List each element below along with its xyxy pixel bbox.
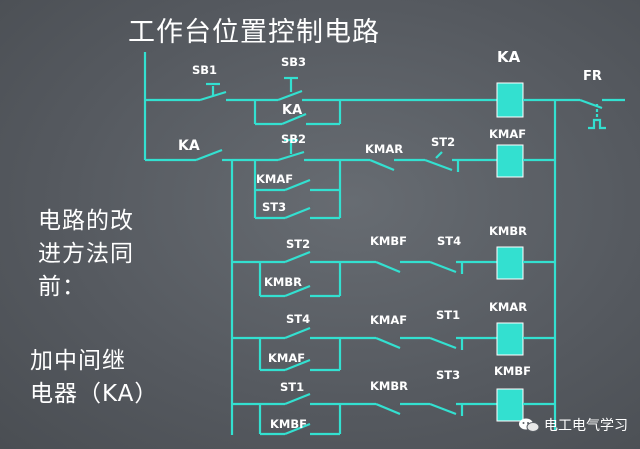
- label-ka-hold: KA: [282, 103, 302, 118]
- label-kmbr-coil: KMBR: [489, 224, 527, 238]
- st4-contact: [429, 260, 457, 274]
- label-kmbf-hold: KMBF: [270, 417, 307, 431]
- note-line-1: 电路的改: [38, 208, 134, 234]
- st1-contact: [429, 336, 457, 350]
- label-kmbf-coil: KMBF: [494, 364, 531, 378]
- label-st1-1: ST1: [436, 308, 460, 322]
- label-kmar-1: KMAR: [365, 142, 403, 156]
- label-ka-contact: KA: [178, 138, 200, 154]
- label-st1-2: ST1: [280, 380, 304, 394]
- label-kmaf-hold2: KMAF: [268, 351, 305, 365]
- label-fr: FR: [583, 69, 602, 84]
- label-ka-coil: KA: [497, 48, 521, 66]
- label-sb1: SB1: [192, 63, 217, 77]
- st3-contact-row5: [429, 402, 457, 416]
- note-line-2: 进方法同: [38, 241, 134, 267]
- kmaf-hold-contact: [284, 178, 311, 192]
- note-line-3: 前：: [38, 274, 86, 300]
- watermark-text: 电工电气学习: [544, 418, 628, 434]
- kmaf-interlock-contact: [375, 336, 401, 350]
- note-line-5: 电器（KA）: [30, 381, 159, 407]
- ka-row2-contact: [195, 148, 223, 162]
- kmbf-hold-contact: [284, 422, 311, 436]
- diagram-title: 工作台位置控制电路: [128, 17, 380, 48]
- label-kmar-coil: KMAR: [489, 300, 527, 314]
- sb2-contact: [277, 150, 305, 162]
- label-st4-2: ST4: [286, 312, 310, 326]
- kmbf-interlock-contact: [375, 260, 401, 274]
- label-kmbr-1: KMBR: [370, 379, 408, 393]
- kmar-interlock-contact: [369, 158, 395, 172]
- ka-coil: [496, 82, 524, 118]
- kmaf-hold2-contact: [284, 358, 311, 372]
- kmbr-hold-contact: [284, 284, 311, 298]
- st1-start-contact: [284, 392, 311, 406]
- label-kmbr-hold: KMBR: [264, 275, 302, 289]
- label-kmaf-coil: KMAF: [489, 127, 526, 141]
- kmbr-coil: [496, 246, 524, 280]
- label-kmaf-hold: KMAF: [256, 172, 293, 186]
- label-sb3: SB3: [281, 55, 306, 69]
- st3-contact: [284, 206, 311, 220]
- sb3-contact: [277, 89, 303, 102]
- st2-start-contact: [284, 250, 311, 264]
- watermark: 电工电气学习: [518, 415, 628, 435]
- wechat-icon: [519, 418, 540, 432]
- st4-start-contact: [284, 326, 311, 340]
- label-kmaf-1: KMAF: [370, 313, 407, 327]
- ka-hold-contact: [281, 112, 307, 126]
- label-st2-2: ST2: [286, 237, 310, 251]
- st2-contact: [424, 158, 453, 172]
- fr-heater-symbol: [588, 118, 606, 130]
- kmbf-coil: [496, 388, 524, 422]
- label-kmbf-1: KMBF: [370, 234, 407, 248]
- note-line-4: 加中间继: [30, 348, 126, 374]
- label-sb2: SB2: [281, 132, 306, 146]
- label-st3-1: ST3: [262, 200, 286, 214]
- label-st4-1: ST4: [437, 234, 461, 248]
- kmar-coil: [496, 322, 524, 356]
- kmaf-coil: [496, 144, 524, 178]
- label-st2-1: ST2: [431, 135, 455, 149]
- label-st3-2: ST3: [436, 368, 460, 382]
- fr-contact: [579, 98, 603, 110]
- kmbr-interlock-contact: [375, 402, 401, 416]
